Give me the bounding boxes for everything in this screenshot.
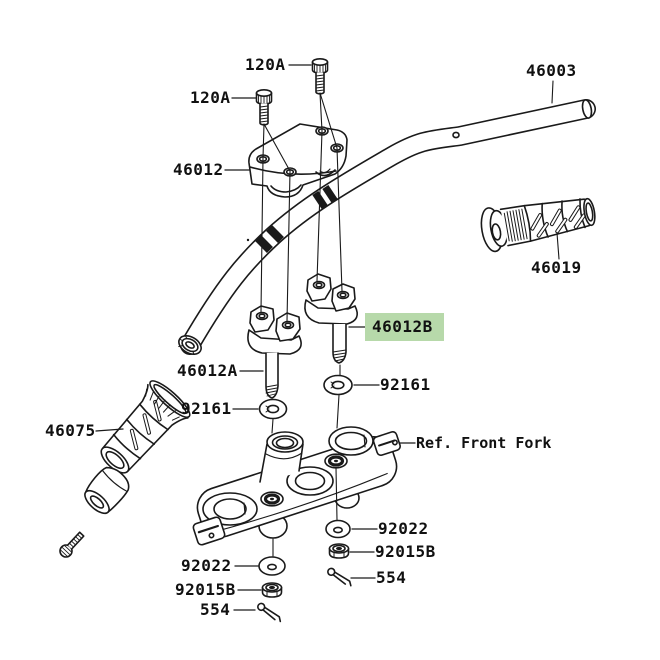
leader-lines — [95, 64, 416, 611]
cotter-pin-554-right-drawing — [327, 567, 352, 587]
part-label-92161-left[interactable]: 92161 — [181, 399, 232, 418]
triple-clamp-drawing — [192, 426, 401, 546]
bar-dot — [246, 238, 250, 242]
bar-left-end-cap — [178, 334, 202, 355]
part-label-92022-right[interactable]: 92022 — [378, 519, 429, 538]
holder-46012a-drawing — [247, 305, 302, 399]
ref-front-fork-label: Ref. Front Fork — [416, 434, 552, 452]
steering-stem-drawing — [259, 431, 304, 483]
grip-chevron-slots — [530, 205, 586, 238]
part-label-92015b-right[interactable]: 92015B — [375, 542, 436, 561]
part-label-120a-left[interactable]: 120A — [190, 88, 231, 107]
right-ear — [372, 431, 401, 457]
washer-92022-right-drawing — [325, 519, 351, 539]
bar-right-end — [581, 99, 593, 119]
part-label-92022-left[interactable]: 92022 — [181, 556, 232, 575]
bolt-120a-right-drawing — [311, 57, 329, 95]
washer-92022-left-drawing — [258, 556, 286, 576]
part-label-554-left[interactable]: 554 — [200, 600, 231, 619]
part-label-46012b[interactable]: 46012B — [372, 317, 433, 336]
bolt-120a-left-drawing — [255, 88, 273, 126]
small-bolt-drawing — [59, 531, 85, 558]
washer-92161-left-drawing — [258, 398, 288, 420]
part-label-554-right[interactable]: 554 — [376, 568, 407, 587]
part-label-46012[interactable]: 46012 — [173, 160, 224, 179]
part-label-120a-top[interactable]: 120A — [245, 55, 286, 74]
left-ear — [192, 516, 226, 546]
washer-92161-right-drawing — [323, 374, 353, 396]
holder-46012b-drawing — [304, 273, 358, 364]
nut-92015b-right-drawing — [328, 543, 350, 559]
assembly-lines — [260, 80, 560, 557]
handlebar-46003-drawing — [178, 99, 596, 355]
grip-end-cap-drawing — [84, 466, 130, 515]
stud-hole-right — [324, 453, 348, 469]
nut-92015b-left-drawing — [261, 582, 283, 598]
part-label-46012a[interactable]: 46012A — [177, 361, 238, 380]
part-label-46075[interactable]: 46075 — [45, 421, 96, 440]
stud-hole-left — [260, 491, 284, 507]
bar-hole — [452, 131, 460, 139]
part-label-92015b-left[interactable]: 92015B — [175, 580, 236, 599]
highlight-box-46012b — [365, 313, 444, 341]
part-label-92161-right[interactable]: 92161 — [380, 375, 431, 394]
part-label-46003[interactable]: 46003 — [526, 61, 577, 80]
upper-holder-46012-drawing — [248, 123, 348, 198]
grip-slash-slots — [129, 399, 162, 451]
part-label-46019[interactable]: 46019 — [531, 258, 582, 277]
grip-46019-drawing — [480, 197, 596, 253]
grip-46075-drawing — [100, 380, 191, 474]
cotter-pin-554-left-drawing — [257, 602, 282, 623]
